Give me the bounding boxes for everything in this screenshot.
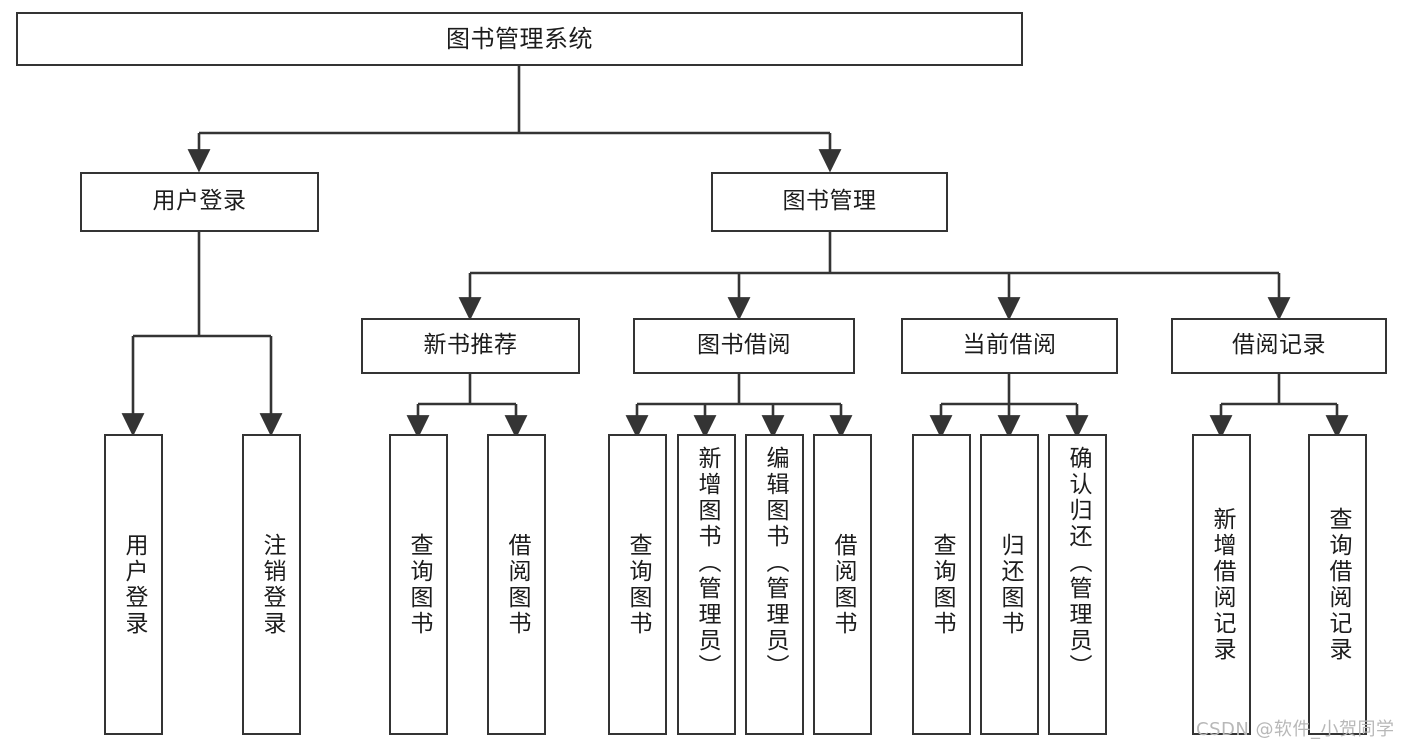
node-label: 图书管理系统 xyxy=(446,24,593,53)
leaf-record-add-record[interactable]: 新增借阅记录 xyxy=(1192,434,1251,735)
node-label: 归还图书 xyxy=(997,532,1023,637)
leaf-borrow-add-book-admin[interactable]: 新增图书（管理员） xyxy=(677,434,736,735)
node-new-book-recommend[interactable]: 新书推荐 xyxy=(361,318,580,374)
leaf-record-query-record[interactable]: 查询借阅记录 xyxy=(1308,434,1367,735)
csdn-watermark: CSDN @软件_小贺同学 xyxy=(1196,719,1395,740)
node-label: 新增图书（管理员） xyxy=(694,446,720,680)
leaf-user-logout[interactable]: 注销登录 xyxy=(242,434,301,735)
node-book-borrow[interactable]: 图书借阅 xyxy=(633,318,855,374)
node-label: 借阅图书 xyxy=(830,532,856,637)
leaf-current-return-book[interactable]: 归还图书 xyxy=(980,434,1039,735)
node-label: 新增借阅记录 xyxy=(1209,506,1235,663)
node-label: 新书推荐 xyxy=(423,332,518,359)
node-label: 用户登录 xyxy=(152,188,247,215)
node-book-management[interactable]: 图书管理 xyxy=(711,172,948,232)
node-user-login[interactable]: 用户登录 xyxy=(80,172,319,232)
node-label: 借阅图书 xyxy=(504,532,530,637)
node-label: 查询图书 xyxy=(929,532,955,637)
node-label: 编辑图书（管理员） xyxy=(762,446,788,680)
node-current-borrow[interactable]: 当前借阅 xyxy=(901,318,1118,374)
node-label: 当前借阅 xyxy=(962,332,1057,359)
node-label: 借阅记录 xyxy=(1232,332,1326,359)
node-label: 图书借阅 xyxy=(697,332,791,359)
node-label: 查询借阅记录 xyxy=(1325,506,1351,663)
leaf-current-query-book[interactable]: 查询图书 xyxy=(912,434,971,735)
leaf-newbook-borrow-book[interactable]: 借阅图书 xyxy=(487,434,546,735)
leaf-newbook-query-book[interactable]: 查询图书 xyxy=(389,434,448,735)
node-borrow-record[interactable]: 借阅记录 xyxy=(1171,318,1387,374)
node-label: 查询图书 xyxy=(406,532,432,637)
node-label: 注销登录 xyxy=(259,532,285,637)
node-label: 用户登录 xyxy=(121,532,147,637)
node-label: 图书管理 xyxy=(782,188,877,215)
node-label: 确认归还（管理员） xyxy=(1065,446,1091,680)
leaf-user-login[interactable]: 用户登录 xyxy=(104,434,163,735)
leaf-current-confirm-return-admin[interactable]: 确认归还（管理员） xyxy=(1048,434,1107,735)
leaf-borrow-query-book[interactable]: 查询图书 xyxy=(608,434,667,735)
leaf-borrow-borrow-book[interactable]: 借阅图书 xyxy=(813,434,872,735)
node-root-system[interactable]: 图书管理系统 xyxy=(16,12,1023,66)
leaf-borrow-edit-book-admin[interactable]: 编辑图书（管理员） xyxy=(745,434,804,735)
node-label: 查询图书 xyxy=(625,532,651,637)
